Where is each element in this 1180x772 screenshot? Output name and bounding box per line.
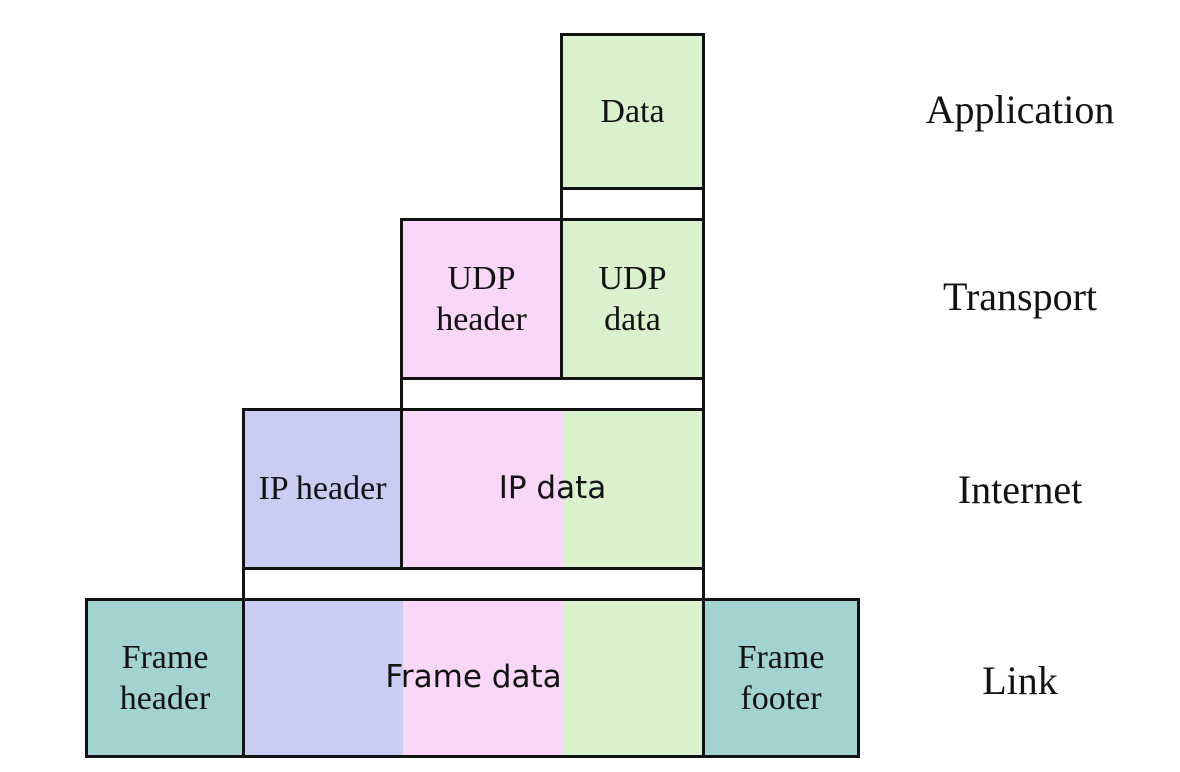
connector-application-to-transport (560, 190, 705, 218)
ip-header-label: IP header (258, 470, 387, 508)
layer-label-transport: Transport (942, 274, 1098, 319)
connector-transport-to-internet (400, 380, 705, 408)
ip-header-box: IP header (242, 408, 403, 570)
udp-header-label: UDP header (436, 259, 527, 338)
ip-data-box: IP data (400, 408, 705, 570)
udp-header-box: UDP header (400, 218, 563, 380)
frame-footer-box: Frame footer (702, 598, 860, 758)
layer-label-internet: Internet (957, 467, 1083, 512)
udp-data-label: UDP data (598, 259, 667, 338)
layer-label-application: Application (925, 87, 1115, 132)
frame-data-box: Frame data (242, 598, 705, 758)
application-data-box: Data (560, 33, 705, 190)
frame-data-label: Frame data (385, 659, 562, 696)
ip-data-label: IP data (498, 470, 607, 507)
application-data-label: Data (600, 92, 665, 130)
frame-header-box: Frame header (85, 598, 245, 758)
layer-label-link: Link (982, 658, 1058, 703)
frame-header-label: Frame header (119, 638, 211, 717)
udp-data-box: UDP data (560, 218, 705, 380)
frame-footer-label: Frame footer (737, 638, 825, 717)
connector-internet-to-link (242, 570, 705, 598)
